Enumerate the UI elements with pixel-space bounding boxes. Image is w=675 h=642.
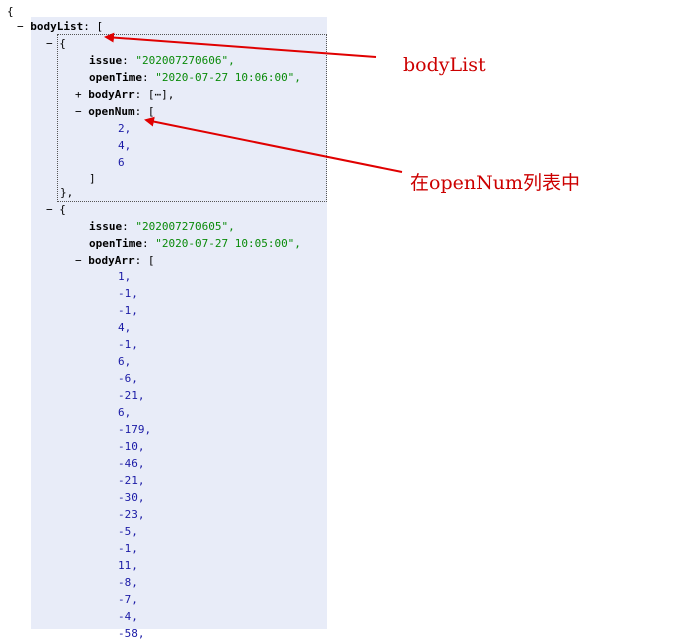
opentime-key: openTime <box>89 237 142 250</box>
bodyarr-value: -8, <box>118 576 138 589</box>
item1-open-row: − { <box>46 35 66 52</box>
bodyarr-value: -1, <box>118 287 138 300</box>
issue-key: issue <box>89 54 123 67</box>
annotation-arrows <box>104 32 403 173</box>
bodylist-collapse-toggle[interactable]: − <box>17 20 24 33</box>
bodylist-key: bodyList <box>30 20 84 33</box>
bodyarr-value: -30, <box>118 491 145 504</box>
bodylist-open-bracket: [ <box>96 20 104 33</box>
bodyarr-value: -21, <box>118 389 145 402</box>
highlighted-region <box>31 17 327 629</box>
bodyarr-collapse-toggle[interactable]: − <box>75 254 82 267</box>
opennum-collapse-toggle[interactable]: − <box>75 105 82 118</box>
bodyarr-value: -179, <box>118 423 152 436</box>
item2-bodyarr-row: − bodyArr: [ <box>75 254 155 267</box>
bodyarr-value: -46, <box>118 457 145 470</box>
bodylist-row: − bodyList: [ <box>17 20 104 33</box>
item2-open-brace: { <box>59 203 66 216</box>
item2-issue-row: issue: "202007270605", <box>89 220 235 233</box>
bodyarr-value: 1, <box>118 270 132 283</box>
selection-box <box>57 34 327 202</box>
bodyarr-value: -23, <box>118 508 145 521</box>
opennum-close-bracket: ] <box>89 172 96 185</box>
opennum-value: 4, <box>118 139 132 152</box>
item2-collapse-toggle[interactable]: − <box>46 203 53 216</box>
arrow-to-opennum <box>144 116 403 173</box>
bodyarr-value: -4, <box>118 610 138 623</box>
item2-open-row: − { <box>46 201 66 218</box>
opentime-value: "2020-07-27 10:05:00", <box>155 237 301 250</box>
bodyarr-value: 6, <box>118 406 132 419</box>
item1-open-brace: { <box>59 37 66 50</box>
arrow-to-item1 <box>104 32 377 58</box>
bodyarr-value: -7, <box>118 593 138 606</box>
bodyarr-value: 11, <box>118 559 138 572</box>
opennum-key: openNum <box>88 105 135 118</box>
bodyarr-key: bodyArr <box>88 88 135 101</box>
bodyarr-open-bracket: [ <box>147 254 155 267</box>
bodyarr-value: -5, <box>118 525 138 538</box>
bodyarr-value: 4, <box>118 321 132 334</box>
issue-value: "202007270605", <box>135 220 235 233</box>
item1-opennum-row: − openNum: [ <box>75 105 155 118</box>
opennum-open-bracket: [ <box>147 105 155 118</box>
issue-value: "202007270606", <box>135 54 235 67</box>
root-open-brace: { <box>7 5 14 18</box>
bodyarr-value: -21, <box>118 474 145 487</box>
opennum-value: 2, <box>118 122 132 135</box>
issue-key: issue <box>89 220 123 233</box>
bodyarr-collapsed-value[interactable]: [⋯], <box>147 88 175 101</box>
item1-bodyarr-row: + bodyArr: [⋯], <box>75 88 175 101</box>
item1-opentime-row: openTime: "2020-07-27 10:06:00", <box>89 71 301 84</box>
bodyarr-value: 6, <box>118 355 132 368</box>
bodyarr-value: -6, <box>118 372 138 385</box>
bodyarr-key: bodyArr <box>88 254 135 267</box>
bodyarr-value: -1, <box>118 338 138 351</box>
bodyarr-value: -10, <box>118 440 145 453</box>
opentime-key: openTime <box>89 71 142 84</box>
annotation-bodylist-label: bodyList <box>403 54 486 76</box>
item1-issue-row: issue: "202007270606", <box>89 54 235 67</box>
bodyarr-value: -1, <box>118 304 138 317</box>
bodyarr-expand-toggle[interactable]: + <box>75 88 82 101</box>
item1-close-brace: }, <box>60 186 74 199</box>
opennum-value: 6 <box>118 156 125 169</box>
opentime-value: "2020-07-27 10:06:00", <box>155 71 301 84</box>
annotation-opennum-label: 在openNum列表中 <box>410 172 580 194</box>
item2-opentime-row: openTime: "2020-07-27 10:05:00", <box>89 237 301 250</box>
item1-collapse-toggle[interactable]: − <box>46 37 53 50</box>
bodyarr-value: -1, <box>118 542 138 555</box>
